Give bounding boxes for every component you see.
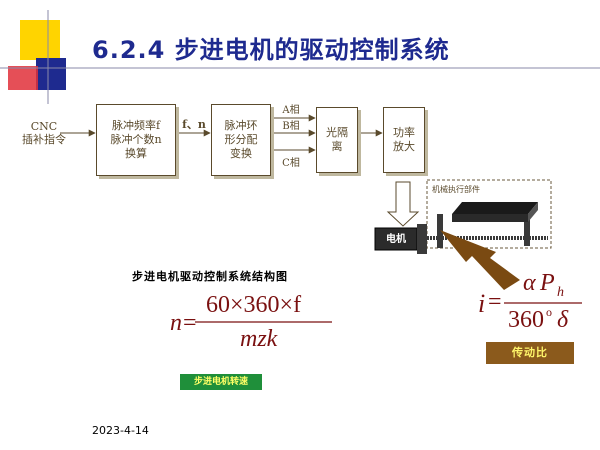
ring-distribution-box: 脉冲环 形分配 变换: [211, 104, 271, 176]
cnc-input-label: CNC 插补指令: [22, 120, 66, 146]
formula-i-alpha: α: [523, 270, 536, 296]
formula-n-denominator: mzk: [240, 326, 278, 352]
power-amplifier-box: 功率 放大: [383, 107, 425, 173]
down-arrow-to-motor: [386, 181, 420, 227]
formula-i-subscript: h: [557, 285, 564, 300]
slide-date: 2023-4-14: [92, 424, 149, 437]
pulse-conversion-box: 脉冲频率f 脉冲个数n 换算: [96, 104, 176, 176]
formula-i-denominator: 360: [508, 307, 544, 333]
mechanism-label: 机械执行部件: [432, 185, 480, 194]
diagram-caption: 步进电机驱动控制系统结构图: [132, 270, 288, 283]
motor-flange: [417, 224, 427, 254]
formula-i-degree: o: [546, 305, 552, 319]
phase-c-label: C相: [282, 158, 300, 169]
motor-speed-label[interactable]: 步进电机转速: [180, 374, 262, 390]
formula-i-p: P: [540, 270, 555, 296]
screw-support-left: [437, 214, 443, 248]
formula-i-lhs: i: [478, 289, 486, 318]
formula-n-numerator: 60×360×f: [206, 292, 302, 318]
formula-n-lhs: n: [170, 310, 182, 336]
optical-isolation-box: 光隔 离: [316, 107, 358, 173]
red-square: [8, 66, 38, 90]
yellow-square: [20, 20, 60, 60]
brown-pointer-arrow: [440, 230, 520, 290]
formula-n-equals: =: [183, 310, 197, 336]
mechanism-dashed-box: [426, 179, 552, 249]
motor-label: 电机: [386, 234, 406, 245]
phase-a-label: A相: [282, 105, 300, 116]
screw-support-right: [524, 216, 530, 246]
fn-signal-label: f、n: [182, 118, 206, 131]
transmission-ratio-label[interactable]: 传动比: [486, 342, 574, 364]
blue-square: [36, 58, 66, 90]
formula-i-delta: δ: [557, 307, 569, 333]
phase-b-label: B相: [282, 121, 300, 132]
worktable: [452, 202, 538, 214]
worktable-front: [452, 214, 528, 222]
slide-title: 6.2.4 步进电机的驱动控制系统: [92, 36, 450, 64]
header-decoration: [0, 10, 600, 104]
formula-i-equals: =: [488, 289, 502, 315]
worktable-side: [528, 202, 538, 222]
